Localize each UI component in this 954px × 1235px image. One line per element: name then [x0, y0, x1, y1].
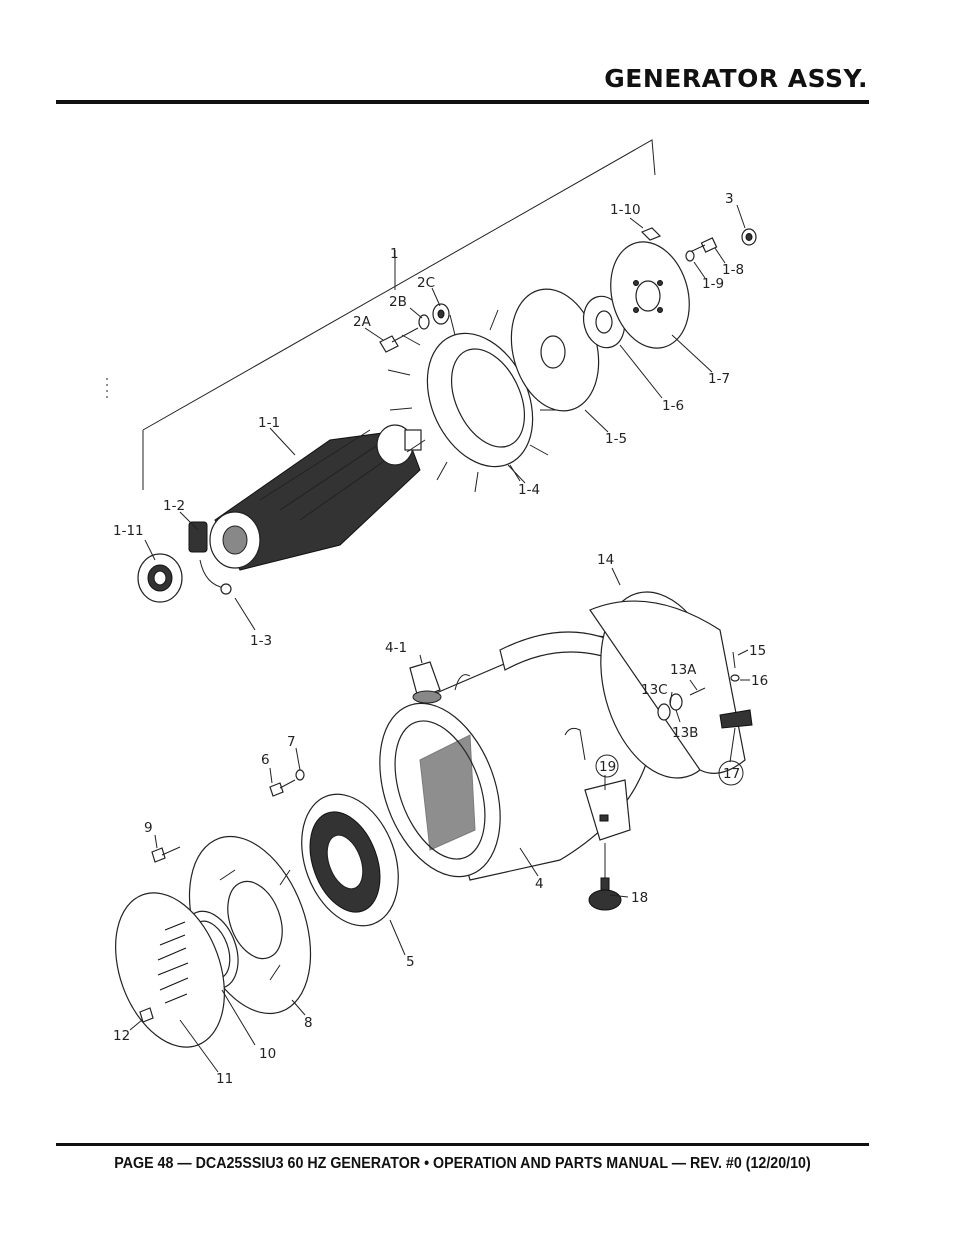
rotor-part — [209, 424, 422, 571]
generator-housing-part — [379, 631, 656, 881]
callout-4: 4 — [535, 876, 544, 892]
header-rule — [56, 100, 869, 104]
callout-1-11: 1-11 — [113, 523, 144, 539]
callout-17: 17 — [723, 766, 740, 782]
page-footer: PAGE 48 — DCA25SSIU3 60 HZ GENERATOR • O… — [114, 1155, 811, 1172]
exciter-stator-part — [301, 793, 399, 927]
exciter-screw-part — [269, 769, 305, 797]
callout-labels: 1 2A 2B 2C 3 1-1 1-2 1-3 1-4 1-5 1-6 1-7… — [113, 191, 768, 1087]
callout-13c: 13C — [641, 682, 668, 698]
cooling-fan-part — [387, 309, 562, 493]
callout-1-1: 1-1 — [258, 415, 280, 431]
callout-1-4: 1-4 — [518, 482, 540, 498]
callout-2c: 2C — [417, 275, 435, 291]
callout-1-6: 1-6 — [662, 398, 684, 414]
rubber-mount-part — [588, 843, 622, 911]
callout-4-1: 4-1 — [385, 640, 407, 656]
callout-12: 12 — [113, 1028, 130, 1044]
callout-19: 19 — [599, 759, 616, 775]
end-bracket-bolt-part — [151, 846, 181, 863]
housing-cap-part — [409, 661, 442, 704]
page-title: GENERATOR ASSY. — [604, 64, 868, 93]
leader-lines — [129, 204, 750, 1073]
callout-13b: 13B — [672, 725, 698, 741]
bearing-part — [137, 553, 183, 603]
mounting-foot-part — [584, 779, 631, 841]
callout-1-8: 1-8 — [722, 262, 744, 278]
callout-7: 7 — [287, 734, 296, 750]
callout-11: 11 — [216, 1071, 233, 1087]
callout-1-7: 1-7 — [708, 371, 730, 387]
callout-1-10: 1-10 — [610, 202, 641, 218]
callout-6: 6 — [261, 752, 270, 768]
callout-5: 5 — [406, 954, 415, 970]
callout-1-5: 1-5 — [605, 431, 627, 447]
callout-circles — [595, 754, 744, 786]
callout-1-9: 1-9 — [702, 276, 724, 292]
callout-8: 8 — [304, 1015, 313, 1031]
callout-16: 16 — [751, 673, 768, 689]
callout-1: 1 — [390, 246, 399, 262]
callout-2b: 2B — [389, 294, 407, 310]
callout-15: 15 — [749, 643, 766, 659]
callout-9: 9 — [144, 820, 153, 836]
footer-rule — [56, 1143, 869, 1146]
brush-holder-part — [188, 521, 232, 595]
rotor-assembly-bracket — [106, 139, 656, 490]
callout-14: 14 — [597, 552, 614, 568]
cover-screw-part — [139, 1007, 154, 1023]
callout-13a: 13A — [670, 662, 697, 678]
callout-18: 18 — [631, 890, 648, 906]
coupling-disk-part — [610, 241, 690, 349]
bolt-and-washers-part — [379, 303, 450, 353]
callout-3: 3 — [725, 191, 734, 207]
cover-hardware-part — [657, 651, 753, 729]
end-cover-plate-part — [115, 892, 225, 1048]
callout-1-2: 1-2 — [163, 498, 185, 514]
callout-2a: 2A — [353, 314, 372, 330]
fan-cover-part — [589, 591, 746, 779]
callout-1-3: 1-3 — [250, 633, 272, 649]
coupling-hardware-part — [640, 227, 757, 262]
callout-10: 10 — [259, 1046, 276, 1062]
